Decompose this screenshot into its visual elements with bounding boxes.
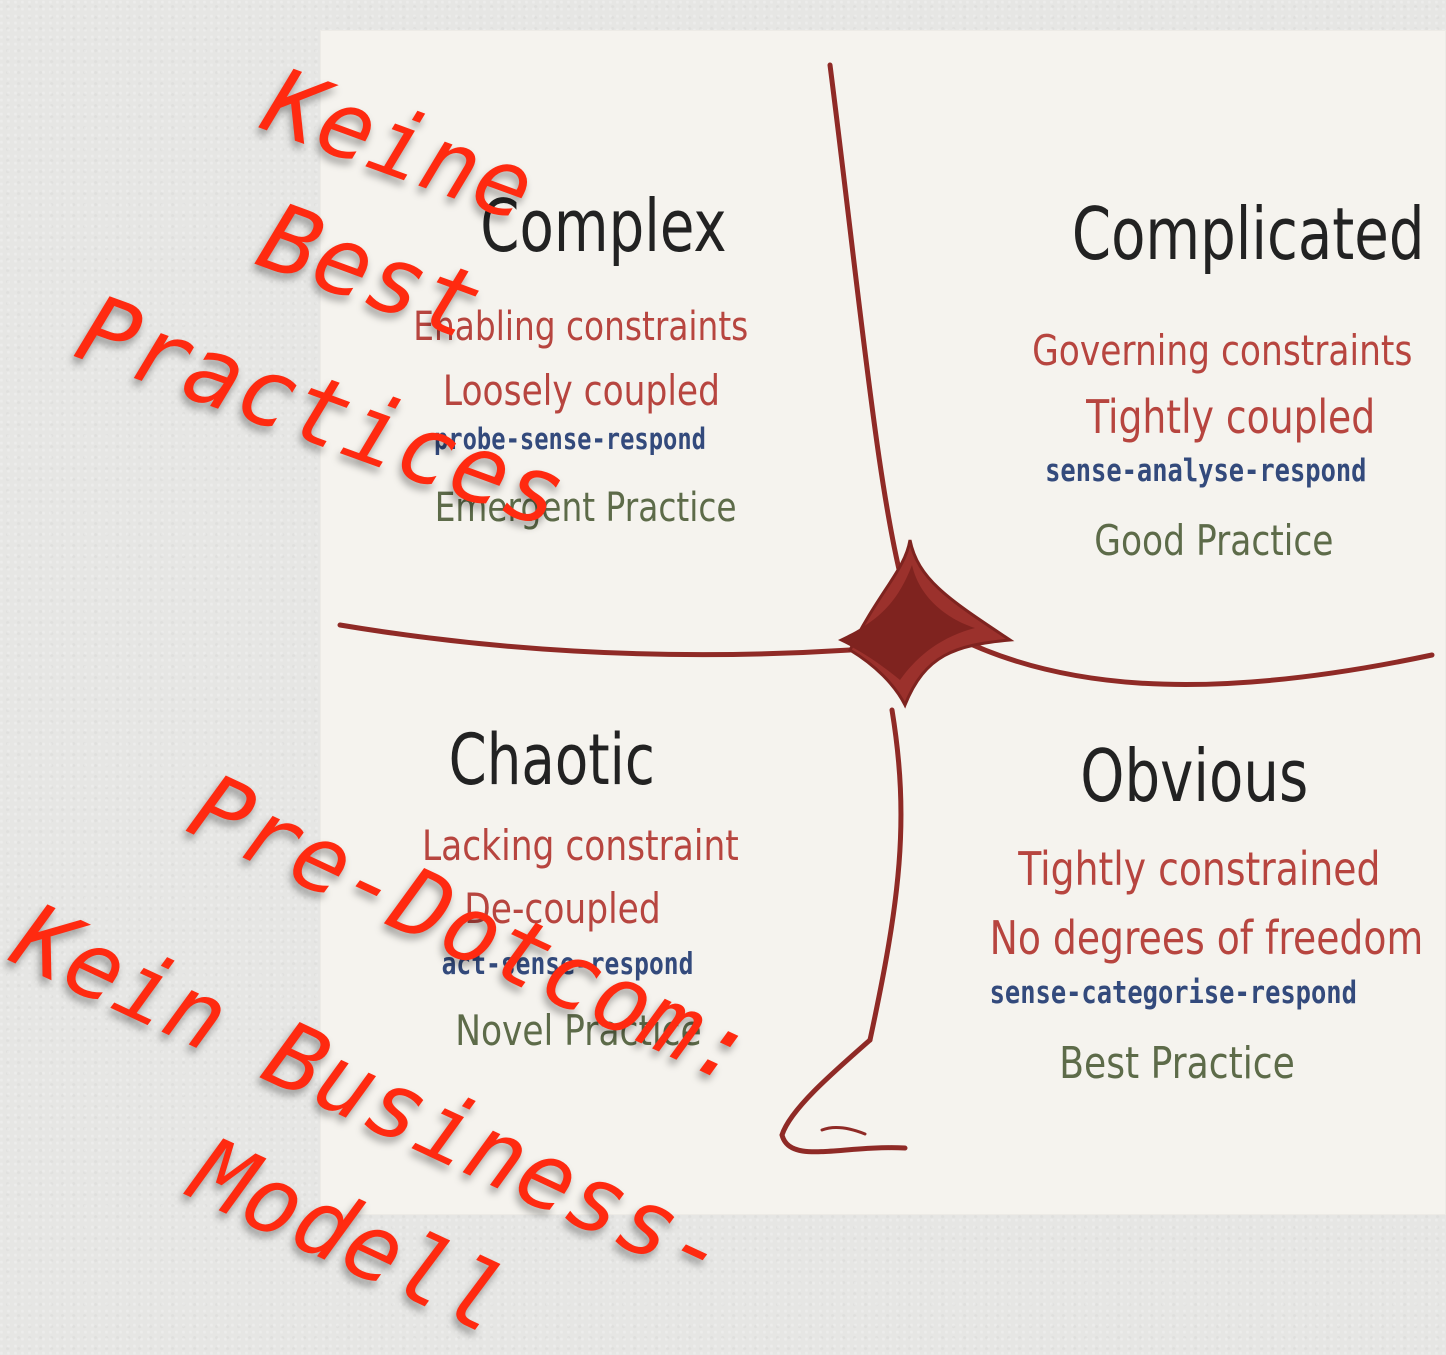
cliff-fold [820,1125,867,1136]
central-disorder-core [838,565,975,680]
complicated-practice: Good Practice [1094,516,1334,565]
chaotic-title: Chaotic [448,719,655,801]
cliff-curl [779,1037,908,1155]
complicated-approach: sense-analyse-respond [1045,453,1367,489]
chaotic-approach: act-sense-respond [441,947,694,982]
complicated-coupling: Tightly coupled [1086,390,1376,444]
vertical-divider-bottom [867,707,904,1043]
horizontal-divider-left [337,622,853,658]
complex-practice: Emergent Practice [434,485,737,531]
complex-coupling: Loosely coupled [442,366,720,415]
complex-approach: probe-sense-respond [433,422,707,456]
vertical-divider-top [827,62,913,613]
horizontal-divider-right [907,607,1435,688]
complex-title: Complex [480,184,727,268]
complex-constraints: Enabling constraints [413,304,749,350]
chaotic-constraints: Lacking constraint [421,821,739,870]
obvious-coupling: No degrees of freedom [989,911,1424,965]
chaotic-coupling: De-coupled [464,884,661,933]
chaotic-practice: Novel Practice [455,1006,702,1055]
complicated-constraints: Governing constraints [1032,326,1413,375]
obvious-practice: Best Practice [1059,1038,1295,1089]
obvious-title: Obvious [1080,734,1309,818]
obvious-constraints: Tightly constrained [1018,842,1381,896]
complicated-title: Complicated [1071,192,1425,276]
obvious-approach: sense-categorise-respond [989,975,1357,1011]
